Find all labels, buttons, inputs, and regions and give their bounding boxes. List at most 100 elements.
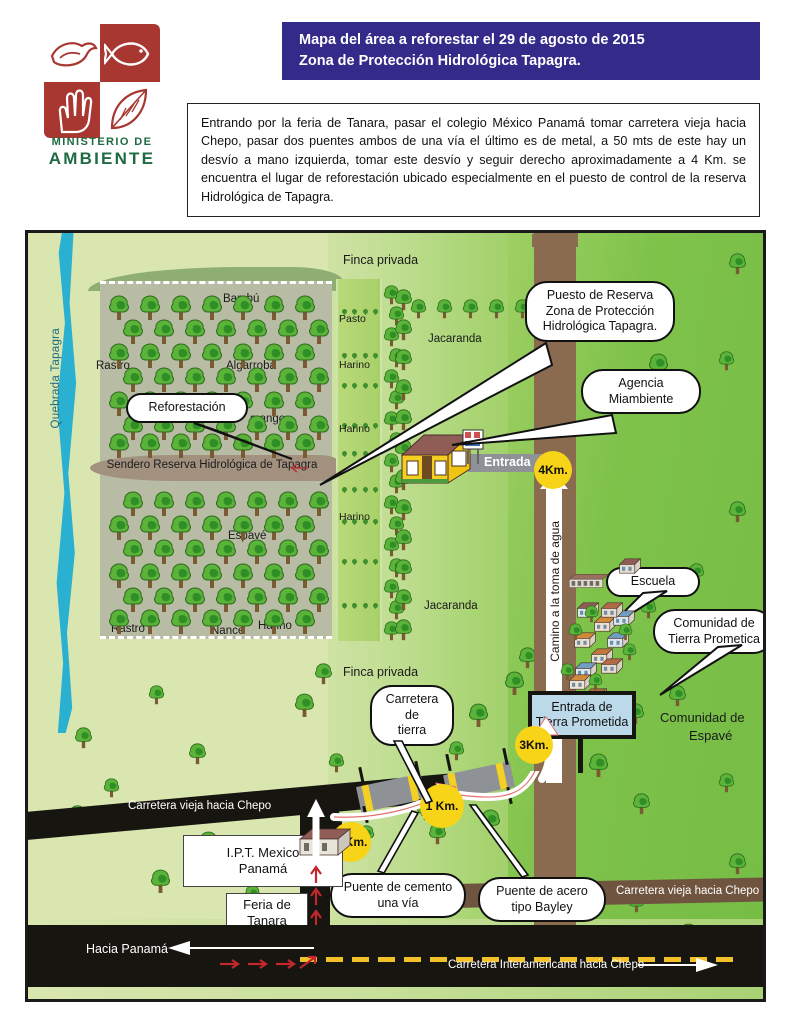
tree-icon xyxy=(171,295,191,320)
tree-icon xyxy=(153,491,174,516)
tree-icon xyxy=(184,539,205,564)
callout-puente-cemento[interactable]: Puente de cemento una vía xyxy=(330,873,466,919)
tree-icon xyxy=(263,515,284,540)
tree-icon xyxy=(294,391,315,416)
tree-icon xyxy=(185,367,205,392)
tree-icon xyxy=(383,621,400,641)
tree-icon xyxy=(295,343,315,368)
page-title: Mapa del área a reforestar el 29 de agos… xyxy=(282,22,760,80)
tree-icon xyxy=(308,415,329,440)
tree-icon xyxy=(395,529,412,551)
tree-icon xyxy=(278,491,298,516)
tree-icon xyxy=(74,727,92,749)
tree-icon xyxy=(394,619,412,641)
tree-icon xyxy=(394,559,412,581)
tree-icon xyxy=(189,743,206,765)
tree-icon xyxy=(383,537,400,557)
tree-icon xyxy=(170,343,191,368)
tree-icon xyxy=(264,433,284,458)
tree-icon xyxy=(308,319,329,344)
tree-icon xyxy=(263,433,284,458)
ipt-line-2: Panamá xyxy=(238,861,288,876)
tree-icon xyxy=(201,295,222,320)
callout-puesto-reserva[interactable]: Puesto de Reserva Zona de Protección Hid… xyxy=(525,281,675,342)
tree-icon xyxy=(216,587,236,612)
callout-reforestacion[interactable]: Reforestación xyxy=(126,393,248,423)
callout-ct-line-3: tierra xyxy=(397,723,427,738)
callout-comunidad-tierra-prometica[interactable]: Comunidad de Tierra Prometica xyxy=(653,609,763,655)
callout-puente-acero[interactable]: Puente de acero tipo Bayley xyxy=(478,877,606,923)
tree-icon xyxy=(294,693,314,717)
tree-icon xyxy=(185,587,205,612)
tree-icon xyxy=(395,499,412,521)
tree-icon xyxy=(383,453,400,473)
tree-icon xyxy=(233,609,253,634)
crop-dot-row xyxy=(339,557,381,565)
tree-icon xyxy=(109,391,129,416)
tree-icon xyxy=(462,299,479,319)
tree-icon xyxy=(108,563,129,588)
tree-icon xyxy=(201,609,222,634)
tree-icon xyxy=(294,295,315,320)
callout-pc-tail xyxy=(376,810,420,874)
quebrada-label: Quebrada Tapagra xyxy=(50,328,62,429)
callout-pa-line-1: Puente de acero xyxy=(496,884,588,898)
tree-icon xyxy=(123,587,143,612)
logo-quadrant-bird xyxy=(44,30,100,82)
km-badge-1km-right[interactable]: 1 Km. xyxy=(420,784,464,828)
tree-icon xyxy=(140,433,160,458)
tree-icon xyxy=(148,685,165,705)
tree-icon xyxy=(154,539,174,564)
tree-icon xyxy=(448,741,465,761)
tp-sign-line-1: Entrada de xyxy=(551,700,613,714)
tree-icon xyxy=(309,367,329,392)
tree-icon xyxy=(308,539,329,564)
crop-dot-row xyxy=(339,601,381,609)
tree-icon xyxy=(247,367,267,392)
map-canvas[interactable]: Sendero Reserva Hidrológica de Tapagra Q… xyxy=(25,230,766,1002)
hacia-panama-arrow-icon xyxy=(168,941,317,969)
white-arrow-up-connector xyxy=(307,799,325,861)
label-nance: Nance xyxy=(211,625,245,637)
tree-icon xyxy=(504,671,524,695)
tree-icon xyxy=(151,869,170,893)
tree-icon xyxy=(184,491,205,516)
tree-icon xyxy=(394,409,412,431)
label-finca-privada-top: Finca privada xyxy=(343,253,419,267)
callout-agencia[interactable]: Agencia Miambiente xyxy=(581,369,701,415)
tree-icon xyxy=(383,327,400,347)
callout-carretera-tierra[interactable]: Carretera de tierra xyxy=(370,685,454,746)
tree-icon xyxy=(295,693,314,717)
tree-icon xyxy=(383,369,400,389)
label-hacia-panama: Hacia Panamá xyxy=(86,942,168,956)
tree-icon xyxy=(264,295,284,320)
ipt-line-1: I.P.T. Mexico xyxy=(226,845,300,861)
km-badge-3km[interactable]: 3Km. xyxy=(515,726,553,764)
tree-icon xyxy=(140,515,160,540)
tree-icon xyxy=(233,295,253,320)
tree-icon xyxy=(278,587,298,612)
tree-icon xyxy=(122,539,143,564)
logo-line-1: MINISTERIO DE xyxy=(51,136,153,148)
tree-icon xyxy=(247,539,267,564)
tree-icon xyxy=(488,299,505,319)
ministry-logo: MINISTERIO DE AMBIENTE xyxy=(36,22,168,172)
tree-icon xyxy=(718,351,735,371)
tree-icon xyxy=(264,609,284,634)
tree-icon xyxy=(588,753,608,777)
km-badge-4km[interactable]: 4Km. xyxy=(534,451,572,489)
interamericana-arrow-icon xyxy=(638,958,718,972)
tree-icon xyxy=(410,299,427,319)
tree-icon xyxy=(185,491,205,516)
tree-icon xyxy=(308,491,329,516)
tree-icon xyxy=(728,501,746,523)
tree-icon xyxy=(215,367,236,392)
fish-icon xyxy=(104,42,150,66)
tree-icon xyxy=(314,663,332,685)
tree-icon xyxy=(633,793,650,815)
tree-icon xyxy=(278,539,298,564)
tree-icon xyxy=(383,285,400,305)
tree-icon xyxy=(277,539,298,564)
tree-icon xyxy=(170,515,191,540)
tree-icon xyxy=(436,299,453,319)
